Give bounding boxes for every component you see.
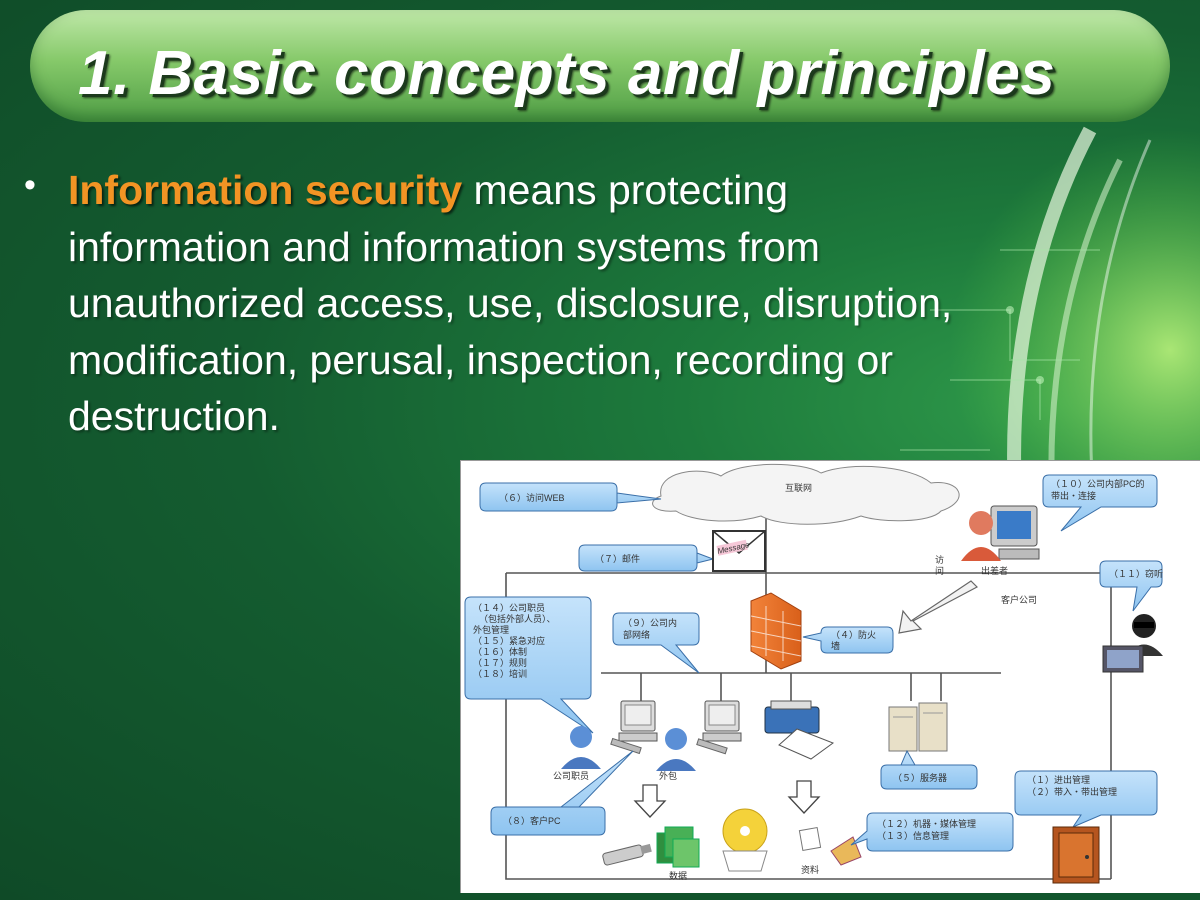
- access-arrow-icon: [898, 580, 978, 634]
- callout-9-text-b: 部网络: [623, 629, 650, 640]
- outsource-user-icon: [656, 728, 696, 771]
- callout-entry-management: （１）进出管理 （２）带入・带出管理: [1014, 770, 1158, 829]
- outsource-pc-icon: [696, 700, 742, 755]
- highlight-term: Information security: [68, 167, 463, 213]
- staff-pc-icon: [610, 700, 658, 755]
- callout-client-pc: （８）客户PC: [490, 750, 634, 836]
- visit-label-2: 问: [935, 565, 944, 576]
- documents-icon: [798, 827, 862, 866]
- outsource-label: 外包: [659, 770, 677, 781]
- bullet-body: means protecting information and informa…: [68, 167, 953, 439]
- cloud-label: 互联网: [785, 483, 812, 493]
- callout-1-text: （１）进出管理: [1027, 774, 1090, 785]
- cd-disc-icon: [722, 808, 768, 872]
- callout-16-text: （１６）体制: [473, 646, 527, 657]
- callout-14-text-c: 外包管理: [473, 624, 509, 635]
- callout-5-text: （５）服务器: [893, 772, 947, 783]
- material-label: 资料: [801, 864, 819, 875]
- callout-firewall: （４）防火 墙: [802, 626, 894, 654]
- callout-13-text: （１３）信息管理: [877, 830, 949, 841]
- callout-10-text-b: 带出・连接: [1051, 490, 1096, 501]
- eavesdropper-icon: [1102, 614, 1163, 673]
- callout-2-text: （２）带入・带出管理: [1027, 786, 1117, 797]
- printer-icon: [764, 700, 835, 760]
- callout-12-text: （１２）机器・媒体管理: [877, 818, 976, 829]
- down-arrow-icons: [633, 780, 821, 818]
- server-icon: [888, 702, 948, 752]
- staff-user-icon: [561, 726, 601, 769]
- slide-title: 1. Basic concepts and principles: [78, 39, 1056, 108]
- visitor-label: 出差者: [981, 565, 1008, 576]
- internet-cloud: 互联网: [652, 463, 960, 525]
- data-label: 数据: [669, 870, 687, 881]
- callout-web-access: （６）访问WEB: [479, 482, 662, 512]
- callout-internal-network: （９）公司内 部网络: [612, 612, 700, 674]
- callout-staff-management: （１４）公司职员 （包括外部人员）、 外包管理 （１５）紧急对应 （１６）体制 …: [464, 596, 594, 734]
- callout-18-text: （１８）培训: [473, 668, 527, 679]
- callout-6-text: （６）访问WEB: [499, 492, 565, 503]
- client-company-label: 客户公司: [1001, 594, 1037, 605]
- callout-9-text-a: （９）公司内: [623, 617, 677, 628]
- callout-8-text: （８）客户PC: [503, 815, 561, 826]
- callout-4-text-a: （４）防火: [831, 629, 876, 640]
- callout-10-text-a: （１０）公司内部PC的: [1051, 478, 1145, 489]
- callout-mail: （７）邮件: [578, 544, 715, 572]
- callout-14-text-a: （１４）公司职员: [473, 603, 545, 613]
- visit-label-1: 访: [935, 555, 944, 565]
- callout-17-text: （１７）规则: [473, 657, 527, 668]
- callout-wiretap: （１１）窃听: [1099, 560, 1163, 612]
- callout-7-text: （７）邮件: [595, 553, 640, 564]
- callout-15-text: （１５）紧急对应: [473, 635, 545, 646]
- staff-label: 公司职员: [553, 771, 589, 781]
- network-security-diagram: 互联网 （６）访问WEB （７）邮件 Message （１０）公司内部PC的 带…: [460, 460, 1200, 893]
- bullet-text: Information security means protecting in…: [68, 162, 988, 445]
- mail-envelope-icon: Message: [712, 530, 766, 572]
- bullet-dot-icon: •: [24, 166, 36, 204]
- callout-pc-takeout: （１０）公司内部PC的 带出・连接: [1042, 474, 1158, 532]
- door-icon: [1052, 826, 1100, 884]
- disk-stack-icon: [656, 826, 700, 868]
- callout-4-text-b: 墙: [831, 640, 840, 651]
- callout-server: （５）服务器: [880, 749, 978, 790]
- callout-media-management: （１２）机器・媒体管理 （１３）信息管理: [850, 812, 1014, 852]
- title-banner: [30, 10, 1170, 122]
- callout-11-text: （１１）窃听: [1109, 568, 1163, 579]
- callout-14-text-b: （包括外部人员）、: [479, 613, 556, 624]
- firewall-icon: [750, 592, 802, 670]
- usb-drive-icon: [602, 843, 652, 866]
- traveler-icon: [961, 505, 1040, 561]
